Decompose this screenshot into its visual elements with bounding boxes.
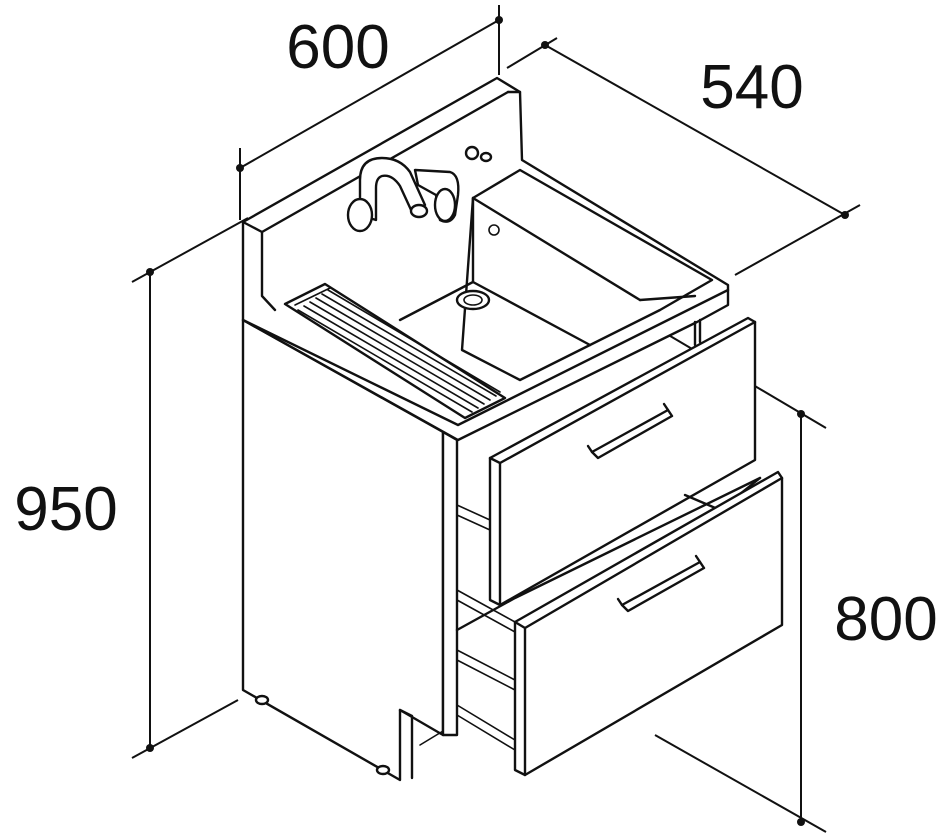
basin-side-edge: [471, 196, 642, 302]
width-dimension: 600: [236, 5, 503, 220]
faucet-base: [346, 197, 374, 233]
basin-drain: [455, 289, 491, 311]
front-stile: [441, 430, 459, 737]
basin-drain-inner: [463, 294, 483, 306]
upper-drawer-handle-post: [662, 402, 670, 412]
width-dimension-end-dot: [495, 16, 503, 24]
drawer-runner-upper: [456, 514, 491, 531]
grate-rack: [283, 282, 507, 420]
upper-drawer-handle-post: [586, 444, 594, 454]
basin-overflow: [488, 224, 500, 236]
total-height-dimension: 950: [14, 217, 249, 759]
width-dimension-line: [239, 19, 500, 169]
upper-drawer-top-edge: [498, 320, 757, 465]
drawer-runner-bottom: [456, 714, 516, 751]
faucet: [346, 145, 493, 233]
counter-height-extension-bottom: [654, 734, 827, 833]
drawer-runner-lower: [456, 599, 516, 633]
grate-bar: [297, 309, 473, 413]
basin-rim: [460, 168, 714, 382]
counter-height-dimension-label: 800: [834, 585, 937, 654]
lower-drawer-top-edge: [523, 476, 784, 630]
drawer-runner-lower: [456, 649, 516, 681]
depth-dimension-label: 540: [700, 53, 803, 122]
lower-drawer: [455, 470, 784, 777]
cabinet-body: [241, 318, 516, 782]
counter-height-end-dot: [797, 410, 805, 418]
faucet-lever: [433, 187, 457, 223]
lower-drawer-handle: [620, 560, 706, 613]
width-dimension-end-dot: [236, 164, 244, 172]
depth-extension-back: [506, 37, 558, 69]
basin-floor-edge: [471, 280, 592, 347]
total-height-end-dot: [146, 268, 154, 276]
grate-bar: [327, 289, 501, 393]
cabinet-foot: [375, 764, 391, 776]
width-dimension-label: 600: [286, 13, 389, 82]
grate-bar: [303, 305, 479, 409]
lower-drawer-box-side: [455, 476, 762, 632]
grate-bar: [321, 293, 497, 397]
lower-drawer-front: [513, 470, 784, 777]
grate-bar: [315, 297, 491, 401]
total-height-dimension-label: 950: [14, 475, 117, 544]
depth-extension-front: [734, 204, 861, 276]
faucet-outlet: [409, 203, 429, 219]
depth-dimension-end-dot: [541, 41, 549, 49]
grate-bar: [309, 301, 485, 405]
depth-dimension-line: [544, 44, 846, 216]
drawer-runner-lower: [456, 589, 516, 623]
backsplash-left-edge: [241, 220, 277, 312]
counter-height-dimension: 800: [654, 329, 938, 833]
total-height-end-dot: [146, 744, 154, 752]
countertop-front-edge: [241, 288, 730, 427]
counter-height-end-dot: [797, 818, 805, 826]
drawer-runner-upper: [456, 504, 491, 521]
upper-drawer-front: [488, 316, 757, 607]
faucet-knob: [464, 145, 480, 161]
basin-front-edge: [638, 294, 697, 302]
lower-drawer-handle-post: [616, 597, 624, 607]
faucet-knob: [479, 151, 493, 163]
cabinet-foot: [254, 694, 270, 706]
toe-kick-notch: [398, 708, 414, 780]
depth-dimension: 540: [506, 37, 861, 276]
upper-drawer-handle: [590, 408, 674, 460]
grate-bar: [294, 287, 331, 306]
drawer-runner-bottom: [456, 704, 516, 741]
upper-drawer: [488, 316, 757, 607]
depth-dimension-end-dot: [841, 211, 849, 219]
lower-drawer-handle-post: [694, 554, 702, 564]
drawer-runner-lower: [456, 659, 516, 691]
